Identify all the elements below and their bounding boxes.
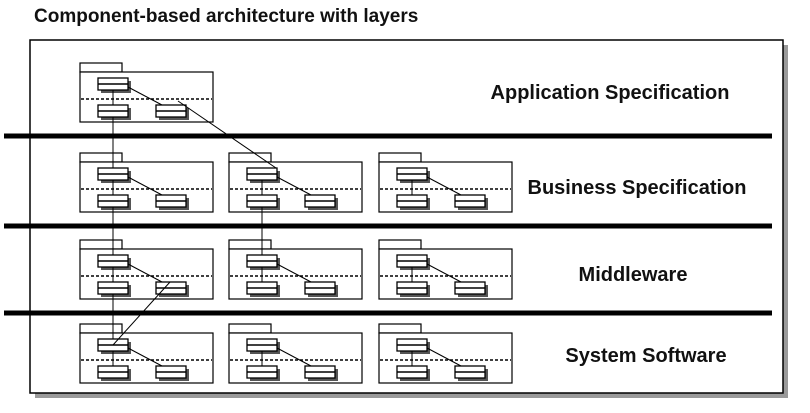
package-layer1: [79, 62, 214, 123]
internal-link: [276, 176, 312, 196]
package-layer2: [79, 152, 214, 213]
package-layer2: [228, 152, 363, 213]
package-tab: [228, 323, 272, 334]
internal-link: [426, 347, 462, 367]
package-layer3: [79, 239, 214, 300]
internal-link: [127, 176, 163, 196]
package-layer3: [378, 239, 513, 300]
dependency-link: [177, 100, 277, 169]
package-layer4: [378, 323, 513, 384]
package-tab: [378, 239, 422, 250]
internal-link: [276, 347, 312, 367]
package-layer3: [228, 239, 363, 300]
dependency-link: [112, 281, 171, 346]
package-tab: [378, 152, 422, 163]
package-layer4: [228, 323, 363, 384]
internal-link: [127, 263, 163, 283]
layer-label: System Software: [565, 345, 726, 367]
layer-label: Middleware: [579, 264, 688, 286]
dependency-links: [112, 100, 277, 346]
internal-link: [127, 347, 163, 367]
package-tab: [228, 239, 272, 250]
internal-link: [127, 86, 163, 106]
package-tab: [79, 62, 123, 73]
layer-label: Business Specification: [528, 177, 747, 199]
diagram-title: Component-based architecture with layers: [34, 6, 419, 27]
component-packages: [79, 62, 513, 384]
layer-label: Application Specification: [491, 82, 730, 104]
package-layer4: [79, 323, 214, 384]
internal-link: [276, 263, 312, 283]
package-layer2: [378, 152, 513, 213]
internal-link: [426, 176, 462, 196]
internal-link: [426, 263, 462, 283]
package-tab: [79, 239, 123, 250]
package-tab: [79, 152, 123, 163]
package-tab: [79, 323, 123, 334]
package-tab: [378, 323, 422, 334]
